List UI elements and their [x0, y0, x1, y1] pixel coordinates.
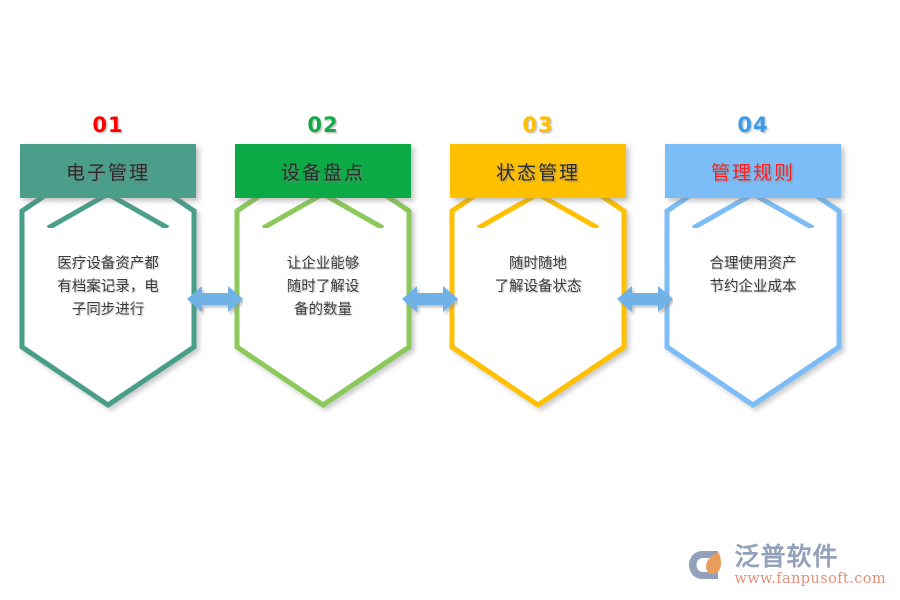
hexagon-body-text-03: 随时随地 了解设备状态 — [494, 256, 582, 295]
step-header-01[interactable]: 电子管理 — [20, 144, 196, 198]
tail-glyph — [476, 192, 600, 228]
hexagon-body-text-01: 医疗设备资产都 有档案记录，电 子同步进行 — [57, 256, 159, 318]
tail-glyph — [691, 192, 815, 228]
step-header-label-03: 状态管理 — [495, 161, 580, 184]
logo-leaf-shape — [705, 551, 721, 574]
step-header-03[interactable]: 状态管理 — [450, 144, 626, 198]
watermark-brand: 泛普软件 — [734, 541, 839, 571]
step-header-02[interactable]: 设备盘点 — [235, 144, 411, 198]
arrow-glyph — [187, 286, 243, 312]
watermark-url: www.fanpusoft.com — [734, 570, 886, 587]
step-header-label-04: 管理规则 — [710, 161, 795, 184]
step-header-label-01: 电子管理 — [65, 161, 150, 184]
arrow-glyph — [617, 286, 673, 312]
watermark: 泛普软件 www.fanpusoft.com — [688, 544, 886, 587]
process-step-04: 04 合理使用资产 节约企业成本 管理规则 — [663, 112, 843, 412]
watermark-texts: 泛普软件 www.fanpusoft.com — [735, 544, 886, 587]
step-number-03: 03 — [522, 113, 554, 137]
process-step-02: 02 让企业能够 随时了解设 备的数量 设备盘点 — [233, 112, 413, 412]
step-number-04: 04 — [737, 113, 769, 137]
tail-glyph — [261, 192, 385, 228]
tail-glyph — [46, 192, 170, 228]
process-step-03: 03 随时随地 了解设备状态 状态管理 — [448, 112, 628, 412]
step-number-01: 01 — [92, 113, 124, 137]
connector-arrow-02-03 — [402, 286, 458, 312]
process-step-01: 01 医疗设备资产都 有档案记录，电 子同步进行 电子管理 — [18, 112, 198, 412]
connector-arrow-03-04 — [617, 286, 673, 312]
step-header-04[interactable]: 管理规则 — [665, 144, 841, 198]
fanpu-logo-icon — [688, 550, 721, 579]
hexagon-body-text-04: 合理使用资产 节约企业成本 — [709, 256, 797, 295]
step-header-label-02: 设备盘点 — [280, 161, 365, 184]
connector-arrow-01-02 — [187, 286, 243, 312]
arrow-glyph — [402, 286, 458, 312]
step-number-02: 02 — [307, 113, 339, 137]
hexagon-body-text-02: 让企业能够 随时了解设 备的数量 — [286, 256, 360, 318]
